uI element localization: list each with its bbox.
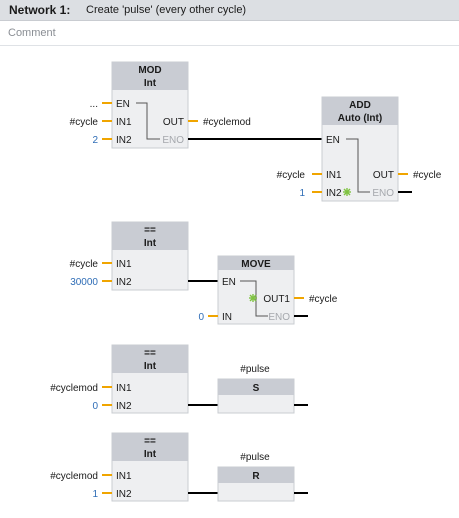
network-header[interactable]: Network 1: Create 'pulse' (every other c… <box>0 0 459 21</box>
cmp3-in2-operand[interactable]: 1 <box>92 489 98 500</box>
add-block[interactable]: ADD Auto (Int) EN IN1 IN2 OUT ENO <box>321 96 399 202</box>
cmp3-pin-in1: IN1 <box>116 471 132 482</box>
cmp3-block-name: == <box>144 436 156 447</box>
network-comment-field[interactable]: Comment <box>0 21 459 46</box>
cmp2-in2-operand[interactable]: 0 <box>92 401 98 412</box>
cmp1-block-type[interactable]: Int <box>144 238 157 249</box>
mod-block-type[interactable]: Int <box>144 78 157 89</box>
add-block-type[interactable]: Auto (Int) <box>338 113 382 124</box>
mod-pin-eno: ENO <box>162 135 184 146</box>
cmp1-block-name: == <box>144 225 156 236</box>
cmp1-in1-operand[interactable]: #cycle <box>70 259 99 270</box>
add-pin-eno: ENO <box>372 188 394 199</box>
add-out-operand[interactable]: #cycle <box>413 170 442 181</box>
mod-pin-in1: IN1 <box>116 117 132 128</box>
reset-coil-operand[interactable]: #pulse <box>240 452 270 463</box>
add-pin-out: OUT <box>373 170 394 181</box>
move-block-name: MOVE <box>241 259 271 270</box>
add-in2-operand[interactable]: 1 <box>299 188 305 199</box>
move-block[interactable]: MOVE EN IN OUT1 ENO <box>217 255 295 325</box>
move-pin-en: EN <box>222 277 236 288</box>
add-input-star-icon[interactable] <box>343 188 351 196</box>
add-in1-operand[interactable]: #cycle <box>277 170 306 181</box>
add-block-name: ADD <box>349 100 371 111</box>
cmp1-pin-in2: IN2 <box>116 277 132 288</box>
comment-placeholder: Comment <box>8 27 56 39</box>
cmp1-pin-in1: IN1 <box>116 259 132 270</box>
move-pin-out1: OUT1 <box>263 294 290 305</box>
add-pin-en: EN <box>326 135 340 146</box>
cmp2-block-name: == <box>144 348 156 359</box>
cmp2-in1-operand[interactable]: #cyclemod <box>50 383 98 394</box>
mod-en-operand[interactable]: ... <box>90 99 98 110</box>
cmp3-block-type[interactable]: Int <box>144 449 157 460</box>
mod-pin-en: EN <box>116 99 130 110</box>
network-number: Network 1: <box>9 3 71 17</box>
cmp2-block-type[interactable]: Int <box>144 361 157 372</box>
cmp2-pin-in1: IN1 <box>116 383 132 394</box>
reset-coil-label: R <box>252 471 260 482</box>
move-out1-operand[interactable]: #cycle <box>309 294 338 305</box>
cmp3-in1-operand[interactable]: #cyclemod <box>50 471 98 482</box>
add-pin-in2: IN2 <box>326 188 342 199</box>
reset-coil[interactable]: R <box>217 466 295 502</box>
set-coil[interactable]: S <box>217 378 295 414</box>
set-coil-operand[interactable]: #pulse <box>240 364 270 375</box>
move-pin-in: IN <box>222 312 232 323</box>
mod-block[interactable]: MOD Int EN IN1 IN2 OUT ENO <box>111 61 189 149</box>
move-pin-eno: ENO <box>268 312 290 323</box>
set-coil-label: S <box>253 383 260 394</box>
network-title[interactable]: Create 'pulse' (every other cycle) <box>86 4 247 16</box>
move-in-operand[interactable]: 0 <box>198 312 204 323</box>
cmp1-in2-operand[interactable]: 30000 <box>70 277 98 288</box>
compare-block-2[interactable]: == Int IN1 IN2 <box>111 344 189 414</box>
mod-in2-operand[interactable]: 2 <box>92 135 98 146</box>
compare-block-3[interactable]: == Int IN1 IN2 <box>111 432 189 502</box>
mod-block-name: MOD <box>138 65 161 76</box>
mod-out-operand[interactable]: #cyclemod <box>203 117 251 128</box>
mod-pin-in2: IN2 <box>116 135 132 146</box>
add-pin-in1: IN1 <box>326 170 342 181</box>
cmp3-pin-in2: IN2 <box>116 489 132 500</box>
mod-pin-out: OUT <box>163 117 184 128</box>
move-output-star-icon[interactable] <box>249 294 257 302</box>
mod-in1-operand[interactable]: #cycle <box>70 117 99 128</box>
compare-block-1[interactable]: == Int IN1 IN2 <box>111 221 189 291</box>
cmp2-pin-in2: IN2 <box>116 401 132 412</box>
